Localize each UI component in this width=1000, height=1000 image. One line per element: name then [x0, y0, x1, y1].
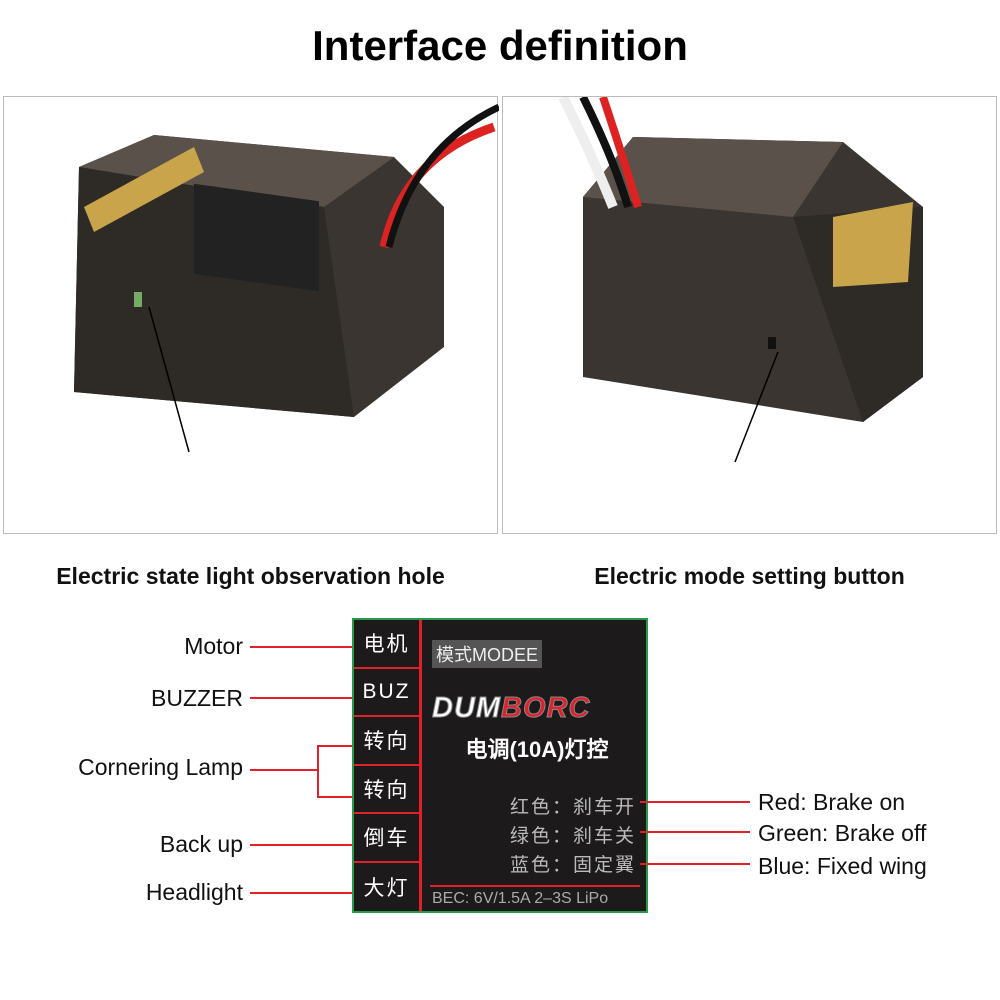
label-headlight: Headlight — [145, 879, 243, 905]
product-subtitle: 电调(10A)灯控 — [465, 737, 609, 762]
photo-left: Electric state light observation hole — [3, 96, 499, 589]
port-reverse: 倒车 — [354, 814, 419, 863]
label-red: Red: Brake on — [758, 789, 906, 815]
label-green: Green: Brake off — [758, 820, 927, 846]
label-buzzer: BUZZER — [151, 685, 243, 711]
bec-spec: BEC: 6V/1.5A 2–3S LiPo — [432, 890, 609, 907]
photo-right: Electric mode setting button — [502, 96, 997, 589]
legend-blue: 蓝色：固定翼 — [509, 855, 636, 876]
label-panel: 电机 BUZ 转向 转向 倒车 大灯 模式MODEE DUMBORC 电调(10… — [352, 618, 648, 913]
page-title: Interface definition — [312, 22, 688, 69]
label-motor: Motor — [184, 633, 243, 659]
label-blue: Blue: Fixed wing — [758, 853, 927, 879]
legend-red: 红色：刹车开 — [509, 797, 636, 818]
port-motor: 电机 — [354, 620, 419, 669]
esc-device-image — [74, 103, 499, 453]
port-turn-1: 转向 — [354, 717, 419, 766]
caption-mode-button: Electric mode setting button — [594, 563, 905, 589]
esc-device-image — [558, 97, 923, 463]
brand-logo: DUMBORC — [431, 692, 591, 725]
label-cornering-lamp: Cornering Lamp — [78, 754, 243, 780]
divider — [430, 885, 640, 887]
port-turn-2: 转向 — [354, 766, 419, 814]
port-column: 电机 BUZ 转向 转向 倒车 大灯 — [354, 620, 422, 911]
port-buzzer: BUZ — [354, 669, 419, 717]
port-headlight: 大灯 — [363, 876, 410, 900]
caption-light-hole: Electric state light observation hole — [56, 563, 445, 589]
mode-label: 模式MODEE — [432, 640, 543, 668]
legend-green: 绿色：刹车关 — [509, 826, 636, 847]
line-cornering — [250, 745, 352, 798]
label-back-up: Back up — [159, 831, 243, 857]
